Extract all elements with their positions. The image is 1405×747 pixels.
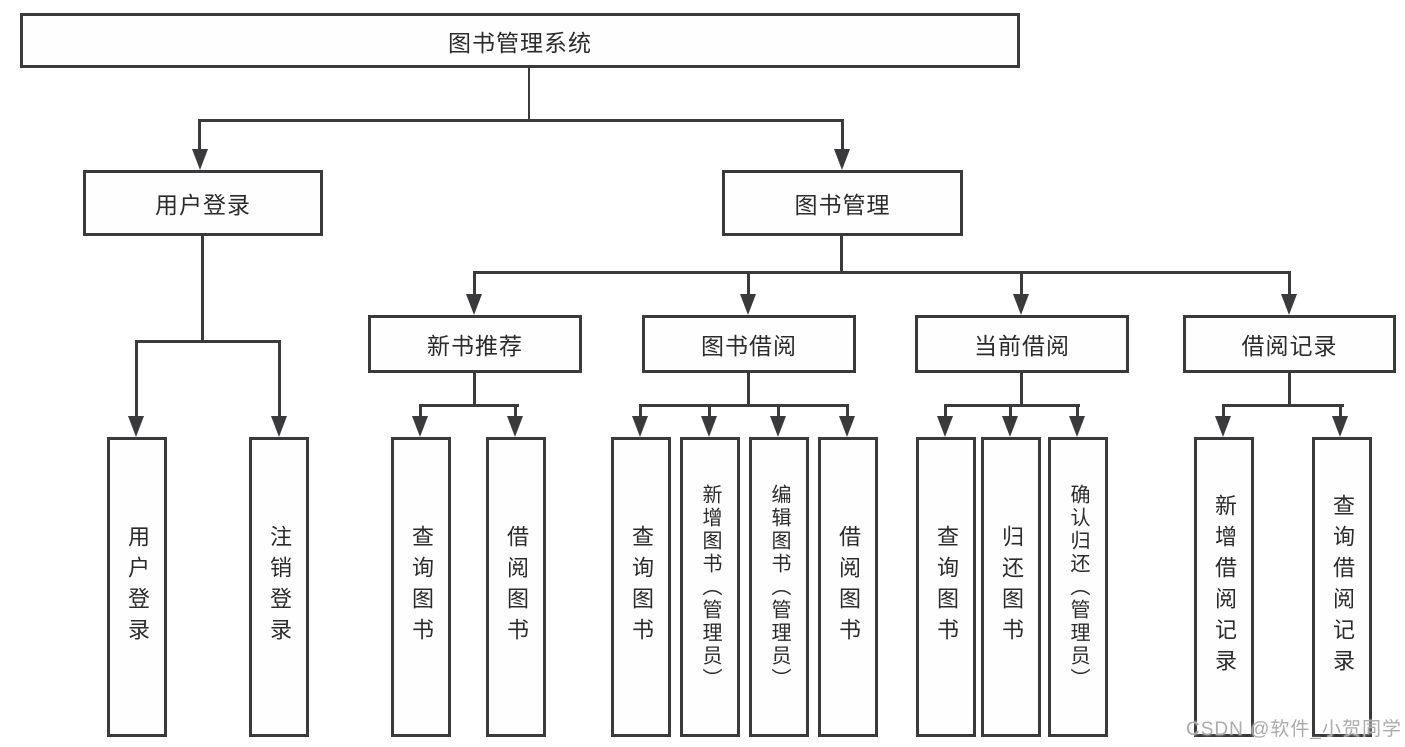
arrowhead-to-bb-borrow [839, 416, 855, 437]
leaf-bb-borrow-books: 借阅图书 [818, 437, 878, 737]
connector-user-login-bracket [135, 340, 281, 343]
arrowhead-to-br-add [1215, 416, 1231, 437]
leaf-br-query-record: 查询借阅记录 [1312, 437, 1372, 737]
arrowhead-to-bb-query [632, 416, 648, 437]
node-label: 图书借阅 [701, 333, 797, 359]
leaf-logout-login: 注销登录 [249, 437, 309, 737]
connector-nb-trunk [473, 373, 476, 404]
leaf-bb-edit-books-admin: 编辑图书（管理员） [749, 437, 809, 737]
connector-bb-shaft-4 [846, 404, 849, 418]
node-label: 新书推荐 [427, 333, 523, 359]
connector-book-mgmt-trunk [840, 236, 843, 271]
connector-br-shaft-2 [1339, 404, 1342, 418]
arrowhead-to-leaf-logout [271, 416, 287, 437]
leaf-label: 编辑图书（管理员） [768, 483, 790, 691]
connector-bb-shaft-1 [639, 404, 642, 418]
connector-cb-trunk [1020, 373, 1023, 404]
leaf-nb-borrow-books: 借阅图书 [486, 437, 546, 737]
node-borrow-records: 借阅记录 [1183, 315, 1396, 373]
arrowhead-to-bb-edit [770, 416, 786, 437]
connector-root-trunk [528, 68, 530, 119]
leaf-label: 用户登录 [125, 525, 150, 649]
connector-br-bracket [1222, 404, 1344, 407]
leaf-label: 借阅图书 [504, 525, 529, 649]
connector-book-mgmt-shaft-4 [1288, 271, 1291, 296]
arrowhead-to-new-book-recommend [466, 294, 482, 315]
connector-book-mgmt-shaft-3 [1020, 271, 1023, 296]
arrowhead-to-nb-borrow [507, 416, 523, 437]
arrowhead-to-nb-query [412, 416, 428, 437]
connector-cb-shaft-2 [1009, 404, 1012, 418]
arrowhead-to-br-query [1332, 416, 1348, 437]
leaf-label: 新增图书（管理员） [699, 483, 721, 691]
connector-bb-shaft-2 [708, 404, 711, 418]
node-label: 图书管理 [794, 192, 891, 218]
connector-bb-shaft-3 [777, 404, 780, 418]
leaf-user-login: 用户登录 [107, 437, 167, 737]
connector-cb-bracket [944, 404, 1080, 407]
node-library-management-system: 图书管理系统 [20, 13, 1020, 68]
leaf-br-add-record: 新增借阅记录 [1194, 437, 1254, 737]
connector-user-login-trunk [201, 236, 204, 340]
leaf-label: 借阅图书 [836, 525, 861, 649]
leaf-label: 查询借阅记录 [1330, 494, 1355, 680]
connector-root-shaft-right [841, 119, 844, 152]
arrowhead-to-borrow-records [1281, 294, 1297, 315]
leaf-bb-query-books: 查询图书 [611, 437, 671, 737]
connector-nb-shaft-1 [419, 404, 422, 418]
leaf-label: 注销登录 [267, 525, 292, 649]
arrowhead-to-current-borrow [1013, 294, 1029, 315]
connector-br-shaft-1 [1222, 404, 1225, 418]
arrowhead-to-book-borrow [740, 294, 756, 315]
connector-user-login-shaft-2 [278, 340, 281, 418]
leaf-label: 查询图书 [409, 525, 434, 649]
node-label: 图书管理系统 [448, 29, 592, 56]
connector-bb-bracket [639, 404, 849, 407]
leaf-label: 查询图书 [934, 525, 959, 649]
node-current-borrow: 当前借阅 [915, 315, 1129, 373]
connector-bb-trunk [747, 373, 750, 404]
connector-root-shaft-left [198, 119, 201, 152]
arrowhead-to-book-management [834, 149, 850, 170]
connector-nb-shaft-2 [514, 404, 517, 418]
csdn-watermark: CSDN @软件_小贺同学 [1186, 719, 1402, 740]
connector-book-mgmt-shaft-2 [747, 271, 750, 296]
arrowhead-to-cb-return [1002, 416, 1018, 437]
leaf-label: 确认归还（管理员） [1067, 483, 1089, 691]
node-book-borrow: 图书借阅 [642, 315, 856, 373]
arrowhead-to-cb-query [937, 416, 953, 437]
connector-cb-shaft-3 [1076, 404, 1079, 418]
leaf-cb-return-books: 归还图书 [981, 437, 1041, 737]
connector-root-bracket [198, 119, 844, 122]
leaf-label: 查询图书 [629, 525, 654, 649]
node-book-management: 图书管理 [722, 170, 963, 236]
leaf-label: 归还图书 [999, 525, 1024, 649]
connector-book-mgmt-bracket [473, 271, 1291, 274]
leaf-nb-query-books: 查询图书 [391, 437, 451, 737]
arrowhead-to-bb-add [701, 416, 717, 437]
connector-user-login-shaft-1 [135, 340, 138, 418]
leaf-label: 新增借阅记录 [1212, 494, 1237, 680]
connector-cb-shaft-1 [944, 404, 947, 418]
node-label: 借阅记录 [1241, 333, 1338, 359]
connector-nb-bracket [419, 404, 519, 407]
leaf-bb-add-books-admin: 新增图书（管理员） [680, 437, 740, 737]
node-label: 当前借阅 [974, 333, 1070, 359]
node-new-book-recommend: 新书推荐 [368, 315, 582, 373]
arrowhead-to-user-login [192, 149, 208, 170]
leaf-cb-confirm-return-admin: 确认归还（管理员） [1048, 437, 1108, 737]
connector-br-trunk [1288, 373, 1291, 404]
node-label: 用户登录 [155, 192, 251, 218]
leaf-cb-query-books: 查询图书 [916, 437, 976, 737]
connector-book-mgmt-shaft-1 [473, 271, 476, 296]
arrowhead-to-cb-confirm [1069, 416, 1085, 437]
arrowhead-to-leaf-user-login [128, 416, 144, 437]
node-user-login: 用户登录 [83, 170, 323, 236]
